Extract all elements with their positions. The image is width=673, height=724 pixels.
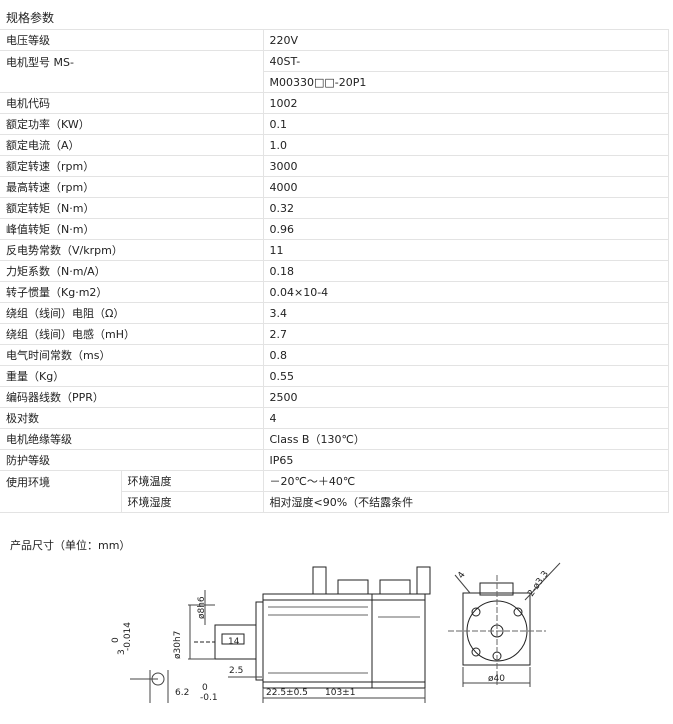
- spec-value: 2.7: [262, 323, 669, 345]
- dim-6-2: 6.2: [175, 688, 189, 698]
- table-row: 电气时间常数（ms）0.8: [0, 344, 669, 366]
- table-row: 转子惯量（Kg·m2）0.04×10-4: [0, 281, 669, 303]
- table-row: 使用环境 环境温度 －20℃～＋40℃: [0, 470, 669, 513]
- table-row: 额定功率（KW）0.1: [0, 113, 669, 135]
- spec-value: 3000: [262, 155, 669, 177]
- spec-label: 电气时间常数（ms）: [0, 344, 263, 366]
- env-temp-value: －20℃～＋40℃: [262, 470, 669, 492]
- table-row: 环境湿度 相对湿度<90%（不结露条件: [0, 491, 669, 513]
- dim-holes: 2-ø3.3: [526, 569, 551, 598]
- spec-value-cont: M00330□□-20P1: [262, 71, 669, 93]
- spec-label: 电机绝缘等级: [0, 428, 263, 450]
- table-row: 最高转速（rpm）4000: [0, 176, 669, 198]
- spec-value: 0.1: [262, 113, 669, 135]
- spec-label: 电机代码: [0, 92, 263, 114]
- spec-value: 1.0: [262, 134, 669, 156]
- spec-label: 防护等级: [0, 449, 263, 471]
- spec-value: 0.18: [262, 260, 669, 282]
- spec-value: 0.04×10-4: [262, 281, 669, 303]
- section-title: 规格参数: [6, 11, 55, 25]
- table-row: 峰值转矩（N·m）0.96: [0, 218, 669, 240]
- dim-2-5: 2.5: [229, 666, 243, 676]
- spec-value: 4000: [262, 176, 669, 198]
- spec-label: 力矩系数（N·m/A）: [0, 260, 263, 282]
- spec-label: 绕组（线间）电阻（Ω）: [0, 302, 263, 324]
- spec-label: 转子惯量（Kg·m2）: [0, 281, 263, 303]
- dim-4: 4: [456, 570, 468, 581]
- spec-value: IP65: [262, 449, 669, 471]
- spec-value: 0.55: [262, 365, 669, 387]
- dim-103: 103±1: [325, 688, 355, 698]
- spec-label: 电机型号 MS-: [0, 50, 263, 93]
- spec-label: 额定电流（A）: [0, 134, 263, 156]
- table-row: 绕组（线间）电阻（Ω）3.4: [0, 302, 669, 324]
- motor-side-view: [194, 566, 431, 689]
- dim-3-lower-tol: -0.014: [123, 622, 133, 651]
- spec-value: 0.8: [262, 344, 669, 366]
- spec-label: 额定转速（rpm）: [0, 155, 263, 177]
- table-row: 额定转速（rpm）3000: [0, 155, 669, 177]
- dimension-lines: [130, 590, 426, 703]
- spec-value: 0.32: [262, 197, 669, 219]
- motor-end-view: [448, 562, 561, 687]
- dimension-drawing: ø8h6 ø30h7 14 2.5 22.5±0.5 103±1 6.2 0 -…: [111, 562, 561, 703]
- spec-label: 最高转速（rpm）: [0, 176, 263, 198]
- table-row: 力矩系数（N·m/A）0.18: [0, 260, 669, 282]
- spec-label: 电压等级: [0, 29, 263, 51]
- spec-value: 40ST-: [262, 50, 669, 72]
- spec-label: 编码器线数（PPR）: [0, 386, 263, 408]
- dim-6-2-upper-tol: 0: [202, 683, 208, 693]
- table-row: 额定电流（A）1.0: [0, 134, 669, 156]
- env-humidity-label: 环境湿度: [120, 491, 263, 513]
- spec-value: 220V: [262, 29, 669, 51]
- spec-label: 峰值转矩（N·m）: [0, 218, 263, 240]
- spec-label: 额定转矩（N·m）: [0, 197, 263, 219]
- spec-value: 3.4: [262, 302, 669, 324]
- spec-value: 0.96: [262, 218, 669, 240]
- env-label: 使用环境: [0, 470, 121, 513]
- dim-3-upper-tol: 0: [111, 637, 121, 643]
- spec-label: 反电势常数（V/krpm）: [0, 239, 263, 261]
- dim-shaft-dia: ø8h6: [197, 596, 207, 619]
- spec-value: 4: [262, 407, 669, 429]
- env-humidity-value: 相对湿度<90%（不结露条件: [262, 491, 669, 513]
- env-temp-label: 环境温度: [120, 470, 263, 492]
- dim-flange-dia: ø30h7: [173, 631, 183, 659]
- dim-40: ø40: [488, 674, 505, 684]
- dim-key-length: 14: [228, 637, 240, 647]
- dimensions-title: 产品尺寸（单位：mm）: [10, 539, 131, 552]
- dim-22-5: 22.5±0.5: [266, 688, 308, 698]
- dim-3: 3: [117, 649, 127, 655]
- dim-6-2-lower-tol: -0.1: [200, 693, 218, 703]
- spec-label: 绕组（线间）电感（mH）: [0, 323, 263, 345]
- environment-rows: 使用环境 环境温度 －20℃～＋40℃ 环境湿度 相对湿度<90%（不结露条件: [0, 470, 669, 513]
- table-row: 绕组（线间）电感（mH）2.7: [0, 323, 669, 345]
- table-row: 电机型号 MS-40ST-: [0, 50, 669, 93]
- spec-value: 11: [262, 239, 669, 261]
- table-row: 反电势常数（V/krpm）11: [0, 239, 669, 261]
- spec-value: Class B（130℃）: [262, 428, 669, 450]
- spec-label: 额定功率（KW）: [0, 113, 263, 135]
- spec-label: 极对数: [0, 407, 263, 429]
- table-row: 重量（Kg）0.55: [0, 365, 669, 387]
- table-row: 额定转矩（N·m）0.32: [0, 197, 669, 219]
- spec-value: 1002: [262, 92, 669, 114]
- spec-value: 2500: [262, 386, 669, 408]
- spec-label: 重量（Kg）: [0, 365, 263, 387]
- table-row: 编码器线数（PPR）2500: [0, 386, 669, 408]
